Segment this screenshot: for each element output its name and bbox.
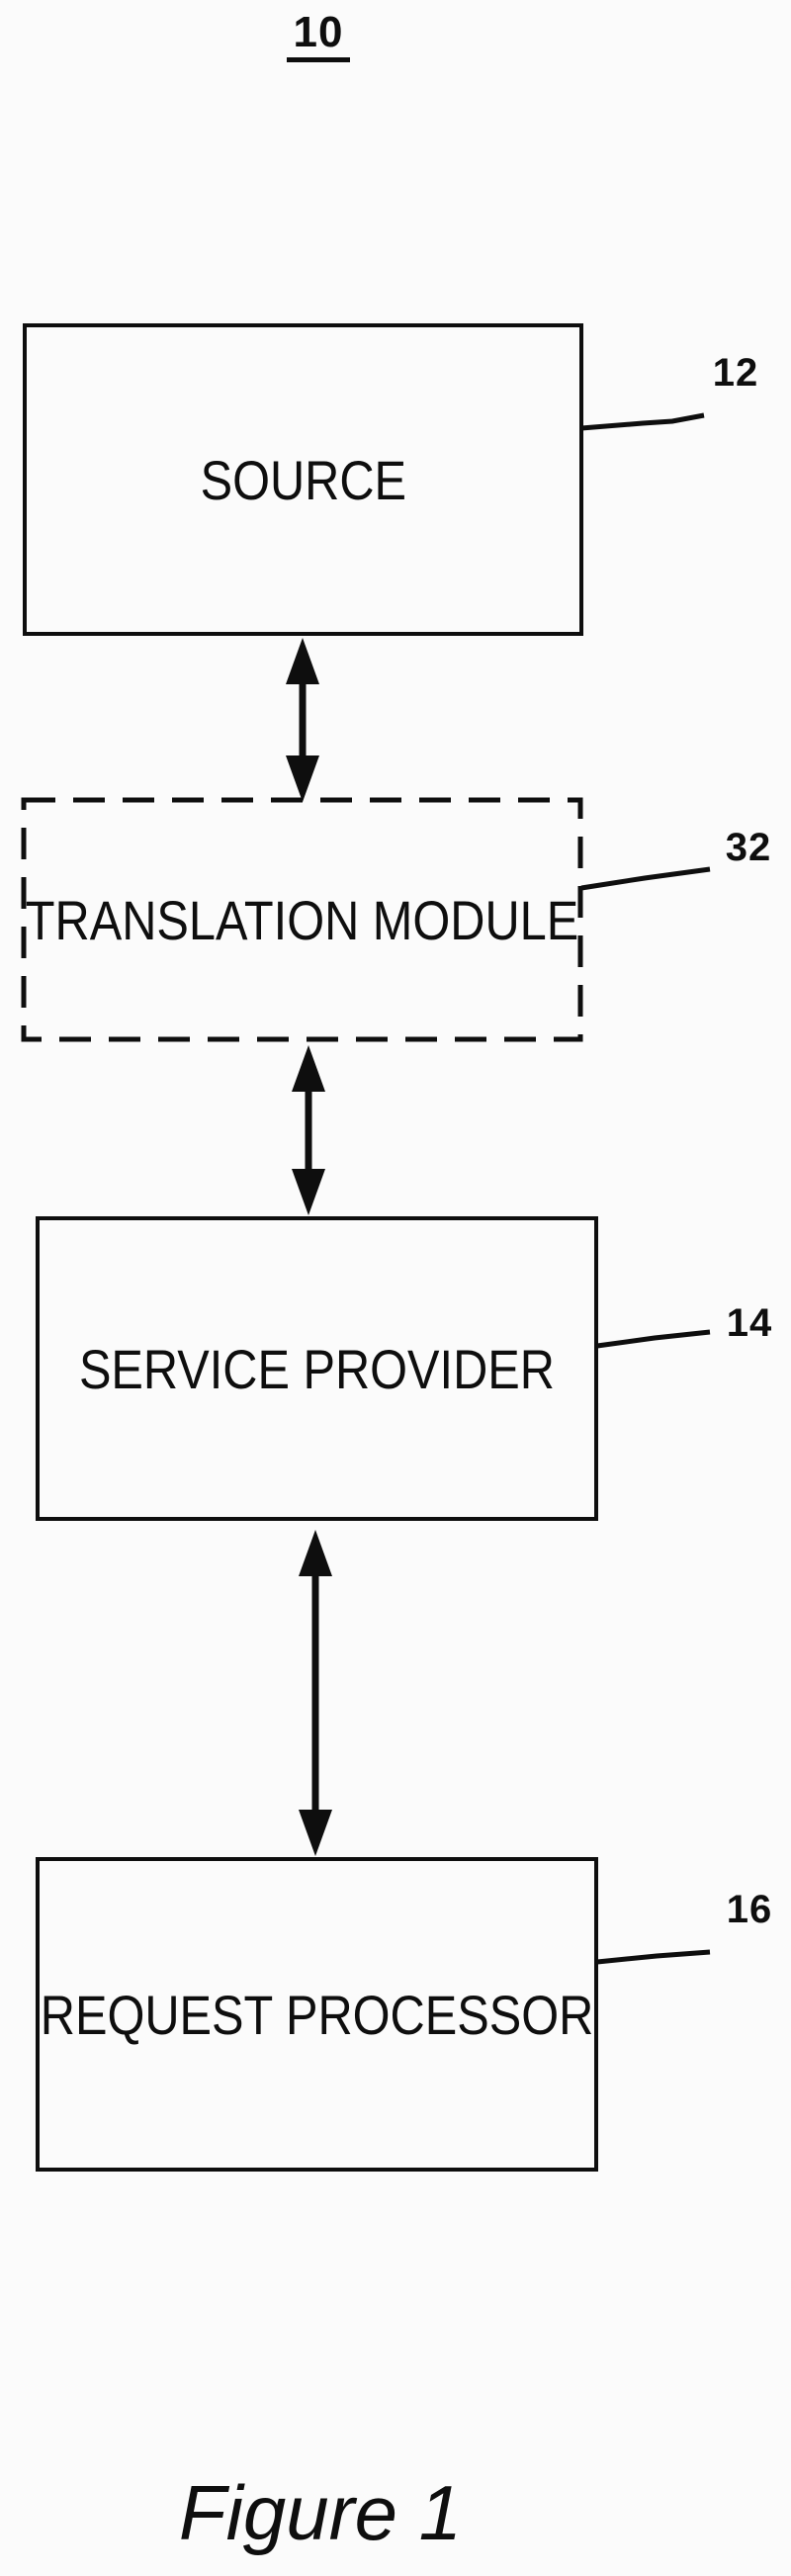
node-request-processor: REQUEST PROCESSOR	[36, 1857, 598, 2172]
diagram-number: 10	[287, 10, 350, 62]
node-service-provider: SERVICE PROVIDER	[36, 1216, 598, 1521]
node-translation-module: TRANSLATION MODULE	[21, 797, 583, 1042]
leader-line-14	[596, 1329, 711, 1349]
node-translation-module-label: TRANSLATION MODULE	[25, 888, 579, 951]
node-request-processor-label: REQUEST PROCESSOR	[40, 1983, 594, 2046]
leader-line-12	[580, 412, 705, 431]
leader-line-16	[596, 1949, 711, 1965]
figure-caption: Figure 1	[178, 2469, 463, 2556]
node-source-label: SOURCE	[200, 448, 406, 511]
ref-number-translation-module: 32	[725, 826, 772, 869]
node-source: SOURCE	[23, 323, 583, 636]
ref-number-request-processor: 16	[726, 1888, 773, 1931]
leader-line-32	[580, 866, 711, 891]
arrow-service-request	[299, 1530, 332, 1856]
ref-number-source: 12	[712, 351, 759, 395]
ref-number-service-provider: 14	[726, 1301, 773, 1345]
node-service-provider-label: SERVICE PROVIDER	[78, 1337, 555, 1400]
arrow-source-translation	[286, 638, 319, 802]
arrow-translation-service	[292, 1045, 325, 1215]
